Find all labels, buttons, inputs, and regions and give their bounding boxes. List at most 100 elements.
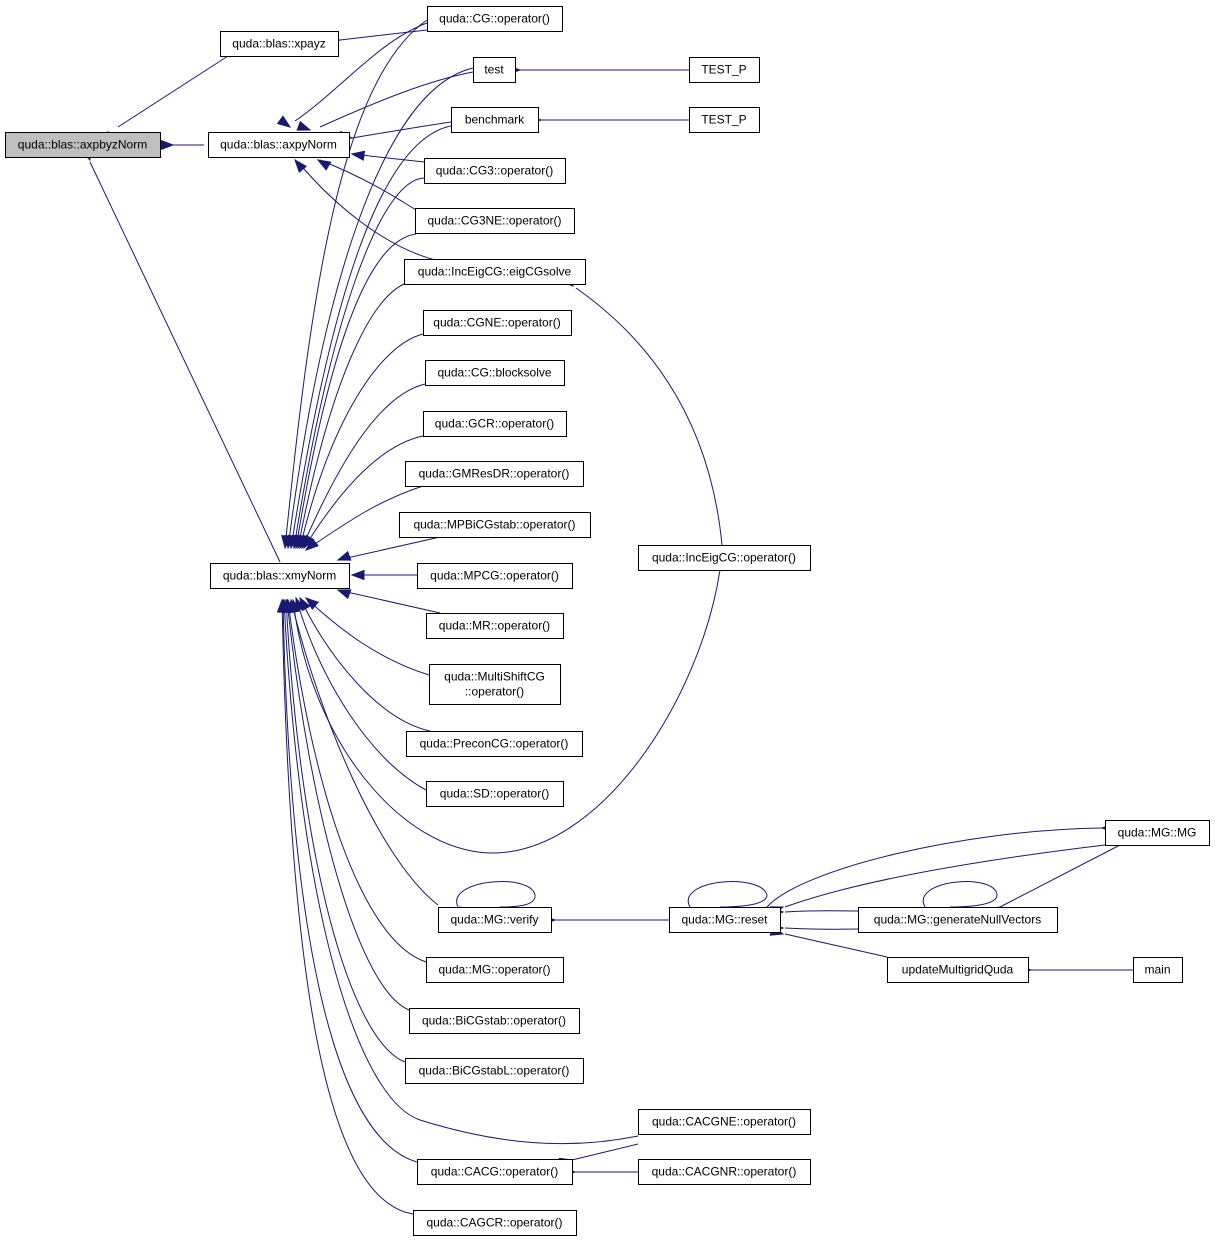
nodes: quda::blas::axpbyzNormquda::blas::xpayzq… xyxy=(5,6,1210,1236)
node-bicgstab-op[interactable]: quda::BiCGstab::operator() xyxy=(409,1008,580,1034)
call-edge xyxy=(766,822,1115,908)
node-cg3-op[interactable]: quda::CG3::operator() xyxy=(424,158,566,184)
node-xpayz[interactable]: quda::blas::xpayz xyxy=(220,31,339,57)
edge-line xyxy=(784,844,1106,908)
node-label: quda::CG3NE::operator() xyxy=(427,214,561,228)
node-label: quda::blas::xmyNorm xyxy=(223,569,336,583)
node-preconcg-op[interactable]: quda::PreconCG::operator() xyxy=(406,731,583,757)
node-box xyxy=(887,957,1029,983)
edge-line xyxy=(294,22,428,122)
node-xmynorm[interactable]: quda::blas::xmyNorm xyxy=(210,563,350,589)
edge-line xyxy=(319,71,474,128)
arrowhead-icon xyxy=(276,115,292,128)
edge-line xyxy=(303,435,424,549)
call-edge xyxy=(299,596,431,732)
node-box xyxy=(429,664,561,705)
node-label: quda::MR::operator() xyxy=(439,619,550,633)
node-eigcgsolve[interactable]: quda::IncEigCG::eigCGsolve xyxy=(404,259,586,285)
node-label: quda::GMResDR::operator() xyxy=(419,467,570,481)
call-edge xyxy=(294,158,436,261)
node-box xyxy=(1105,820,1210,846)
node-test-p1[interactable]: TEST_P xyxy=(689,57,760,83)
node-mpbicgstab-op[interactable]: quda::MPBiCGstab::operator() xyxy=(399,512,591,538)
call-edge xyxy=(281,598,406,1063)
node-label: quda::CG3::operator() xyxy=(436,164,553,178)
edges xyxy=(79,19,1133,1215)
node-cgne-op[interactable]: quda::CGNE::operator() xyxy=(423,310,572,336)
call-edge xyxy=(160,139,204,151)
node-mg-mg[interactable]: quda::MG::MG xyxy=(1105,820,1210,846)
node-cg3ne-op[interactable]: quda::CG3NE::operator() xyxy=(415,208,575,234)
edge-line xyxy=(351,121,452,139)
node-bicgstabl-op[interactable]: quda::BiCGstabL::operator() xyxy=(405,1058,584,1084)
node-label: quda::CACGNR::operator() xyxy=(652,1165,797,1179)
edge-line xyxy=(287,67,474,549)
arrowhead-icon xyxy=(350,150,366,161)
node-label: quda::CG::operator() xyxy=(439,12,550,26)
node-axpynorm[interactable]: quda::blas::axpyNorm xyxy=(208,132,350,158)
edge-line xyxy=(766,827,1103,908)
edge-line xyxy=(575,287,723,546)
edge-line xyxy=(292,569,721,854)
node-updatemg[interactable]: updateMultigridQuda xyxy=(887,957,1029,983)
node-box xyxy=(858,907,1058,933)
node-box xyxy=(689,57,760,83)
node-mg-verify[interactable]: quda::MG::verify xyxy=(438,907,552,933)
node-mr-op[interactable]: quda::MR::operator() xyxy=(426,613,564,639)
node-gcr-op[interactable]: quda::GCR::operator() xyxy=(423,411,567,437)
edge-line xyxy=(999,844,1121,908)
node-gmresdr-op[interactable]: quda::GMResDR::operator() xyxy=(405,461,584,487)
node-label: quda::CAGCR::operator() xyxy=(426,1216,562,1230)
node-cg-op[interactable]: quda::CG::operator() xyxy=(427,6,563,32)
node-label: quda::blas::axpbyzNorm xyxy=(18,138,147,152)
edge-line xyxy=(284,19,428,549)
node-label: benchmark xyxy=(465,113,525,127)
node-label: quda::MG::generateNullVectors xyxy=(874,913,1041,927)
node-cacgnr-op[interactable]: quda::CACGNR::operator() xyxy=(638,1159,811,1185)
node-multishiftcg-op[interactable]: quda::MultiShiftCG::operator() xyxy=(429,664,561,705)
edge-line xyxy=(281,599,414,1215)
node-test[interactable]: test xyxy=(473,57,516,83)
node-cg-blocksolve[interactable]: quda::CG::blocksolve xyxy=(425,360,565,386)
node-label: quda::blas::axpyNorm xyxy=(220,138,337,152)
node-mg-op[interactable]: quda::MG::operator() xyxy=(426,957,564,983)
node-label: TEST_P xyxy=(701,113,746,127)
node-cacgne-op[interactable]: quda::CACGNE::operator() xyxy=(638,1109,811,1135)
edge-line xyxy=(285,599,406,1063)
node-label: quda::IncEigCG::eigCGsolve xyxy=(418,265,572,279)
node-box xyxy=(208,132,350,158)
node-cacg-op[interactable]: quda::CACG::operator() xyxy=(417,1159,573,1185)
node-sd-op[interactable]: quda::SD::operator() xyxy=(426,781,564,807)
call-edge xyxy=(316,159,417,211)
node-box xyxy=(406,731,583,757)
node-gennull[interactable]: quda::MG::generateNullVectors xyxy=(858,907,1058,933)
node-inceigcg-op[interactable]: quda::IncEigCG::operator() xyxy=(638,545,811,571)
edge-line xyxy=(299,333,424,549)
edge-line xyxy=(337,536,441,561)
node-axpbyznorm[interactable]: quda::blas::axpbyzNorm xyxy=(5,132,161,158)
call-edge xyxy=(1018,964,1133,976)
call-edge xyxy=(528,114,689,126)
arrowhead-icon xyxy=(296,120,312,131)
edge-line xyxy=(305,485,424,551)
node-box xyxy=(638,1109,811,1135)
node-label: quda::PreconCG::operator() xyxy=(420,737,569,751)
arrowhead-icon xyxy=(294,158,308,173)
node-main[interactable]: main xyxy=(1133,957,1183,983)
edge-line xyxy=(117,55,229,128)
node-mpcg-op[interactable]: quda::MPCG::operator() xyxy=(417,563,573,589)
node-box xyxy=(425,360,565,386)
node-mg-reset[interactable]: quda::MG::reset xyxy=(669,907,781,933)
call-edge xyxy=(769,844,1106,917)
node-test-p2[interactable]: TEST_P xyxy=(689,107,760,133)
node-label: quda::BiCGstabL::operator() xyxy=(419,1064,570,1078)
node-benchmark[interactable]: benchmark xyxy=(451,107,539,133)
node-box xyxy=(426,781,564,807)
edge-line xyxy=(293,177,425,549)
edge-line xyxy=(286,599,410,1011)
node-box xyxy=(669,907,781,933)
node-label: ::operator() xyxy=(465,685,524,699)
edge-line xyxy=(297,283,405,549)
node-cagcr-op[interactable]: quda::CAGCR::operator() xyxy=(413,1210,577,1236)
